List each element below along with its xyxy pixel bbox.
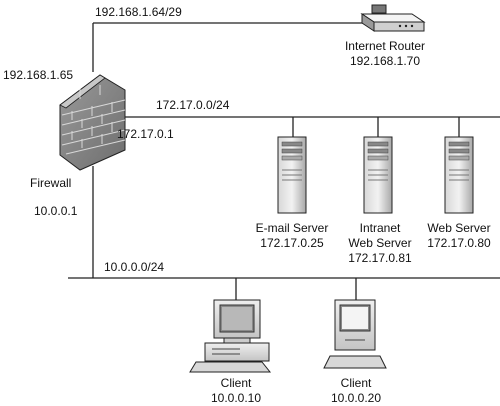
email-server-icon — [277, 136, 307, 214]
internal-subnet-label: 10.0.0.0/24 — [104, 260, 165, 274]
mac-computer-icon — [323, 299, 387, 369]
client-2-ip: 10.0.0.20 — [330, 391, 382, 405]
firewall-dmz-ip-label: 172.17.0.1 — [117, 127, 174, 141]
web-server-ip: 172.17.0.80 — [427, 236, 491, 250]
network-links — [68, 22, 500, 300]
client-2-name: Client — [340, 376, 372, 390]
intranet-server-ip: 172.17.0.81 — [348, 251, 412, 265]
router-icon — [360, 4, 426, 32]
router-ip-label: 192.168.1.70 — [349, 54, 421, 68]
internet-link-subnet-label: 192.168.1.64/29 — [95, 5, 182, 19]
web-server-icon — [444, 136, 474, 214]
intranet-server-icon — [363, 136, 393, 214]
intranet-server-name-line1: Intranet — [359, 221, 401, 235]
firewall-internal-ip-label: 10.0.0.1 — [34, 204, 78, 218]
desktop-computer-icon — [189, 299, 272, 373]
client-1-name: Client — [220, 376, 252, 390]
firewall-icon — [59, 74, 126, 171]
web-server-name: Web Server — [427, 221, 491, 235]
router-name-label: Internet Router — [344, 39, 426, 53]
client-1-ip: 10.0.0.10 — [210, 391, 262, 405]
dmz-subnet-label: 172.17.0.0/24 — [156, 98, 230, 112]
email-server-ip: 172.17.0.25 — [260, 236, 324, 250]
firewall-label: Firewall — [30, 176, 72, 190]
email-server-name: E-mail Server — [255, 221, 329, 235]
intranet-server-name-line2: Web Server — [348, 236, 412, 250]
firewall-external-ip-label: 192.168.1.65 — [3, 68, 74, 82]
